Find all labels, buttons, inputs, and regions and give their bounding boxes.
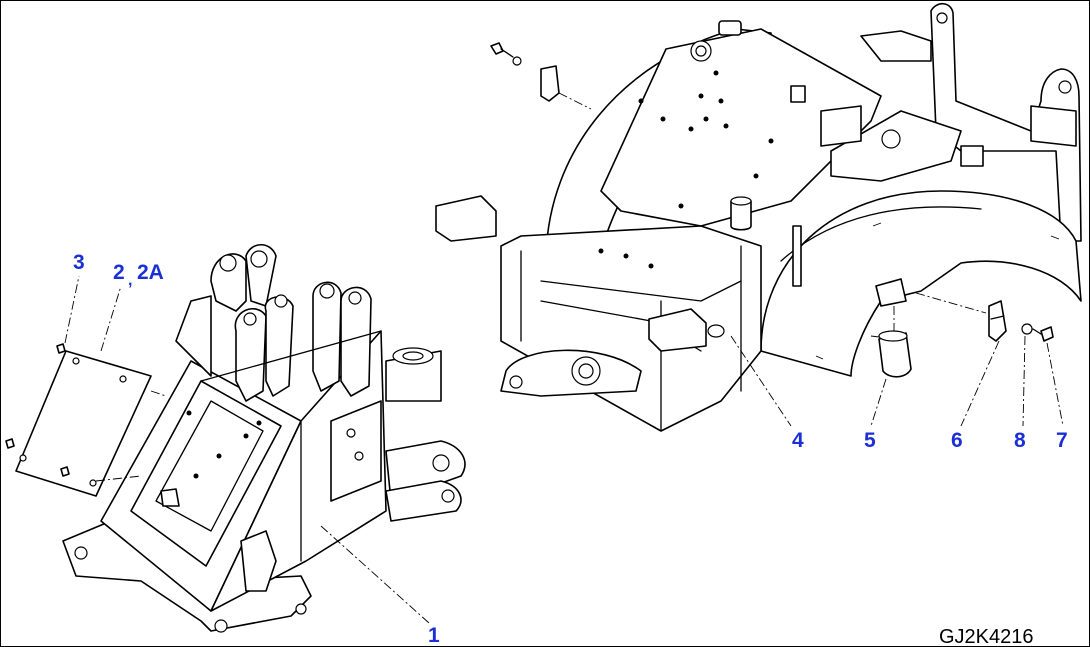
- callout-separator: ,: [128, 272, 132, 289]
- bolt-washer-part-7-8: [915, 292, 1054, 342]
- callout-labels: 3 2 , 2A 1 4 5 6 8 7: [73, 251, 1068, 647]
- callout-3: 3: [73, 251, 85, 274]
- callout-2a: 2A: [137, 261, 164, 284]
- cover-plate-part-2: [5, 343, 167, 497]
- callout-7: 7: [1056, 429, 1068, 452]
- callout-1: 1: [428, 624, 440, 647]
- callout-4: 4: [792, 429, 804, 452]
- callout-8: 8: [1014, 429, 1026, 452]
- top-bolt-set: [490, 42, 592, 110]
- callout-6: 6: [951, 429, 963, 452]
- rear-frame: [435, 2, 1082, 432]
- front-frame: [62, 243, 466, 633]
- clip-part-6: [988, 300, 1007, 342]
- leader-lines: [64, 275, 1064, 624]
- drawing-code: GJ2K4216: [939, 626, 1034, 647]
- bumper-part-5: [875, 278, 912, 378]
- callout-5: 5: [864, 429, 876, 452]
- callout-2: 2: [113, 261, 125, 284]
